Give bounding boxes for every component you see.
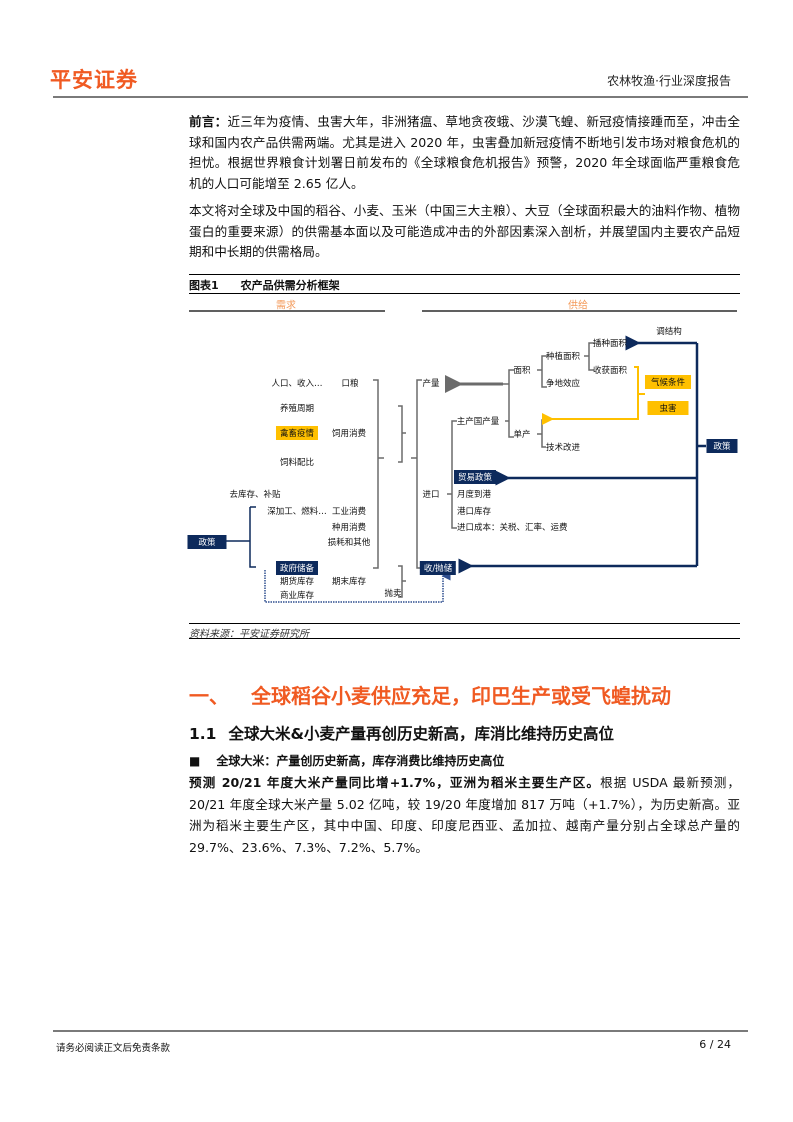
node-output: 产量 [422, 379, 440, 389]
rice-text: 根据 USDA 最新预测，20/21 年度全球大米产量 5.02 亿吨，较 19… [189, 775, 740, 855]
rice-lead: 预测 20/21 年度大米产量同比增+1.7%，亚洲为稻米主要生产区。 [189, 775, 601, 790]
node-population: 人口、收入… [271, 379, 323, 389]
rice-paragraph: 预测 20/21 年度大米产量同比增+1.7%，亚洲为稻米主要生产区。根据 US… [189, 772, 740, 858]
output-bracket [503, 369, 514, 438]
intro-text: 近三年为疫情、虫害大年，非洲猪瘟、草地贪夜蛾、沙漠飞蝗、新冠疫情接踵而至，冲击全… [189, 114, 741, 191]
node-policy-left: 政策 [187, 535, 227, 549]
node-seed: 种用消费 [331, 523, 367, 533]
feed-bracket [398, 405, 406, 463]
scope-paragraph: 本文将对全球及中国的稻谷、小麦、玉米（中国三大主粮）、大豆（全球面积最大的油料作… [189, 203, 740, 260]
node-loss: 损耗和其他 [327, 538, 371, 548]
figure-number: 图表1 [189, 279, 219, 292]
figure-caption: 图表1 农产品供需分析框架 [189, 277, 362, 293]
node-port-stock: 港口库存 [457, 507, 492, 517]
subsection-number: 1.1 [189, 725, 217, 743]
node-feed-ratio: 饲料配比 [279, 458, 315, 468]
node-climate: 气候条件 [644, 375, 692, 389]
bullet-square-icon: ■ [189, 754, 201, 768]
node-ending-stock: 期末库存 [331, 577, 367, 587]
supply-bracket [411, 379, 422, 569]
section-number: 一、 [189, 684, 229, 708]
node-food-grain: 口粮 [341, 379, 359, 389]
node-policy-right: 政策 [706, 439, 738, 453]
node-breeding-cycle: 养殖周期 [279, 404, 315, 414]
node-trade-policy: 贸易政策 [453, 470, 497, 484]
section-title: 全球稻谷小麦供应充足，印巴生产或受飞蝗扰动 [251, 684, 671, 708]
node-commercial-stock: 商业库存 [279, 591, 315, 601]
source-top-rule [189, 623, 740, 624]
yield-bracket [537, 419, 546, 448]
node-restructure: 调结构 [656, 327, 682, 337]
node-feed-consumption: 饲用消费 [331, 429, 367, 439]
node-deep-processing: 深加工、燃料… [267, 507, 327, 517]
node-sown-area: 播种面积 [592, 339, 628, 349]
page-number: 6 / 24 [699, 1038, 731, 1051]
node-land-competition: 争地效应 [545, 379, 581, 389]
caption-top-rule [189, 274, 740, 275]
node-pests: 虫害 [647, 401, 689, 415]
intro-lead: 前言： [189, 114, 228, 129]
bullet-text: 全球大米：产量创历史新高，库存消费比维持历史高位 [216, 754, 505, 768]
node-futures-stock: 期货库存 [279, 577, 315, 587]
intro-paragraph: 前言：近三年为疫情、虫害大年，非洲猪瘟、草地贪夜蛾、沙漠飞蝗、新冠疫情接踵而至，… [189, 112, 740, 194]
node-import-cost: 进口成本：关税、汇率、运费 [457, 523, 568, 533]
subsection-heading: 1.1 全球大米&小麦产量再创历史新高，库消比维持历史高位 [189, 722, 614, 744]
demand-bracket [373, 379, 384, 569]
node-yield: 单产 [513, 430, 531, 440]
header-divider [53, 96, 748, 98]
node-tech: 技术改进 [545, 443, 581, 453]
caption-bottom-rule [189, 293, 740, 294]
node-gov-reserve: 政府储备 [275, 561, 319, 575]
node-area: 面积 [513, 366, 531, 376]
supply-label: 供给 [568, 300, 588, 312]
node-main-producers: 主产国产量 [456, 417, 500, 427]
report-category: 农林牧渔·行业深度报告 [607, 74, 731, 88]
node-harvested-area: 收获面积 [592, 366, 628, 376]
bullet-heading: ■ 全球大米：产量创历史新高，库存消费比维持历史高位 [189, 752, 504, 769]
policy-bracket [226, 506, 256, 568]
brand-logo: 平安证券 [50, 68, 138, 92]
node-destock: 去库存、补贴 [229, 490, 281, 500]
subsection-title: 全球大米&小麦产量再创历史新高，库消比维持历史高位 [228, 725, 614, 743]
figure-source: 资料来源：平安证券研究所 [189, 629, 309, 640]
footer-divider [53, 1030, 748, 1032]
node-livestock-epidemic: 禽畜疫情 [275, 426, 319, 440]
source-bottom-rule [189, 638, 740, 639]
node-planting-area: 种植面积 [545, 352, 581, 362]
node-industrial: 工业消费 [331, 507, 367, 517]
node-monthly-arrivals: 月度到港 [457, 490, 492, 500]
node-reserve-ops: 收/抛储 [419, 561, 457, 575]
footer-disclaimer[interactable]: 请务必阅读正文后免责条款 [56, 1043, 171, 1054]
node-import: 进口 [422, 490, 440, 500]
demand-label: 需求 [276, 300, 296, 312]
figure-title: 农产品供需分析框架 [240, 279, 340, 292]
section-heading: 一、全球稻谷小麦供应充足，印巴生产或受飞蝗扰动 [189, 680, 671, 709]
node-auction: 抛卖 [384, 589, 402, 599]
